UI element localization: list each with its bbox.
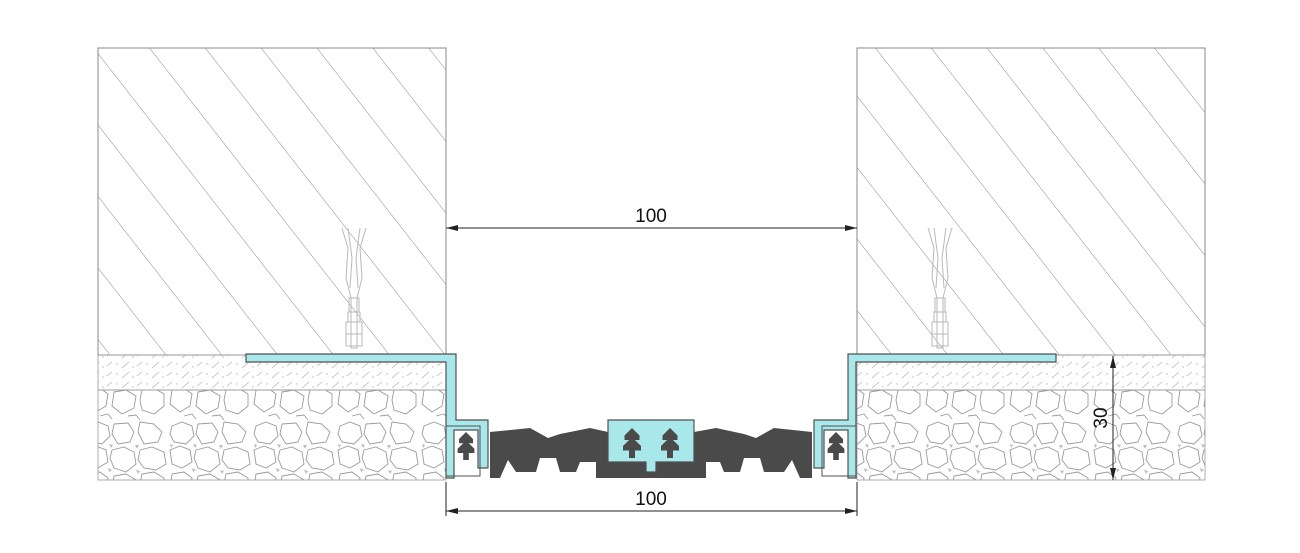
dimension-bottom-label: 100: [635, 489, 667, 510]
right-side-profile: [813, 353, 1057, 479]
dimension-height: [1110, 356, 1116, 480]
left-gravel-layer: [97, 389, 447, 481]
dimension-top-label: 100: [635, 206, 667, 227]
dimension-bottom: [445, 482, 858, 516]
left-side-profile: [245, 353, 489, 479]
left-wall: [97, 47, 447, 356]
right-wall: [856, 47, 1206, 356]
dimension-top: [446, 225, 857, 231]
right-gravel-layer: [856, 389, 1206, 481]
center-cover-plate: [607, 419, 695, 473]
dimension-height-label: 30: [1091, 407, 1112, 428]
